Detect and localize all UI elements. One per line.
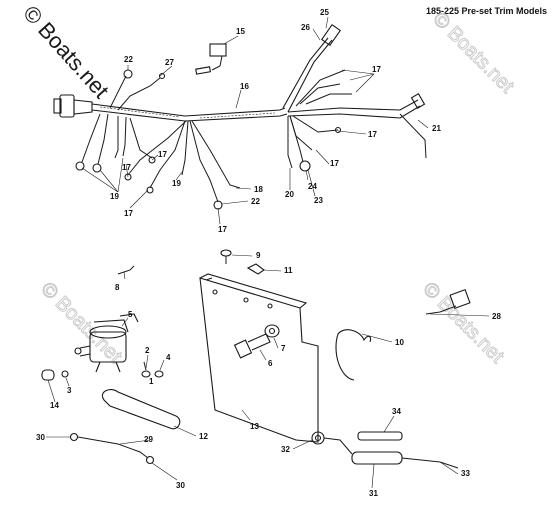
nut-part-7 bbox=[264, 324, 280, 338]
callout-30-right: 30 bbox=[176, 481, 185, 490]
callout-33: 33 bbox=[461, 469, 470, 478]
callout-29: 29 bbox=[144, 435, 153, 444]
callout-7: 7 bbox=[281, 344, 286, 353]
nut-part-4 bbox=[154, 370, 164, 378]
callout-17-top-right: 17 bbox=[372, 65, 381, 74]
callout-2: 2 bbox=[145, 346, 150, 355]
watermark-faint: © Boats.net bbox=[36, 278, 126, 368]
callout-32: 32 bbox=[281, 445, 290, 454]
wire-part-8 bbox=[117, 265, 135, 275]
wire-harness bbox=[53, 23, 427, 210]
callout-23: 23 bbox=[314, 196, 323, 205]
callout-13: 13 bbox=[250, 422, 259, 431]
boot-part-14 bbox=[41, 369, 55, 381]
bolt-part-6 bbox=[233, 333, 271, 359]
link-part-12 bbox=[101, 389, 181, 430]
leader-lines bbox=[46, 16, 490, 489]
callout-19-mid: 19 bbox=[172, 179, 181, 188]
callout-25: 25 bbox=[320, 8, 329, 17]
watermark-faint: © Boats.net bbox=[428, 8, 518, 98]
callout-21: 21 bbox=[432, 124, 441, 133]
callout-15: 15 bbox=[236, 27, 245, 36]
nut-part-1 bbox=[141, 370, 151, 378]
callout-22-top: 22 bbox=[124, 55, 133, 64]
callout-24: 24 bbox=[308, 182, 317, 191]
sender-assembly-part-31 bbox=[311, 431, 459, 469]
callout-8: 8 bbox=[115, 283, 120, 292]
clip-part-10 bbox=[335, 329, 372, 381]
callout-17-right: 17 bbox=[368, 130, 377, 139]
callout-30-left: 30 bbox=[36, 433, 45, 442]
callout-17-lower-left: 17 bbox=[124, 209, 133, 218]
callout-17-left-2: 17 bbox=[158, 150, 167, 159]
wire-part-29 bbox=[69, 432, 155, 465]
callout-9: 9 bbox=[256, 251, 261, 260]
callout-4: 4 bbox=[166, 353, 171, 362]
callout-19-left: 19 bbox=[110, 192, 119, 201]
callout-31: 31 bbox=[369, 489, 378, 498]
callout-12: 12 bbox=[199, 432, 208, 441]
callout-16: 16 bbox=[240, 82, 249, 91]
callout-1: 1 bbox=[149, 377, 154, 386]
solenoid-part-5 bbox=[74, 313, 139, 373]
callout-17-lower-mid: 17 bbox=[218, 225, 227, 234]
callout-11: 11 bbox=[284, 266, 293, 275]
callout-27: 27 bbox=[165, 58, 174, 67]
clip-part-11 bbox=[246, 263, 265, 275]
bracket-part-15 bbox=[195, 43, 227, 75]
washer-part-3 bbox=[61, 370, 69, 378]
callout-6: 6 bbox=[268, 359, 273, 368]
callout-14: 14 bbox=[50, 401, 59, 410]
callout-17-mid-right: 17 bbox=[330, 159, 339, 168]
callout-labels: 25 26 15 27 22 16 17 21 17 17 24 20 23 1… bbox=[36, 8, 501, 498]
callout-17-left: 17 bbox=[122, 163, 131, 172]
callout-10: 10 bbox=[395, 338, 404, 347]
callout-22-lower: 22 bbox=[251, 197, 260, 206]
callout-34: 34 bbox=[392, 407, 401, 416]
callout-28: 28 bbox=[492, 312, 501, 321]
watermark-main: © Boats.net bbox=[18, 1, 114, 103]
connector-part-28 bbox=[425, 288, 471, 315]
stud-part-2 bbox=[143, 361, 147, 371]
callout-26: 26 bbox=[301, 23, 310, 32]
callout-20: 20 bbox=[285, 190, 294, 199]
watermark-faint: © Boats.net bbox=[418, 278, 508, 368]
callout-18: 18 bbox=[254, 185, 263, 194]
mounting-plate-part-13 bbox=[199, 273, 319, 443]
diagram-title: 185-225 Pre-set Trim Models bbox=[426, 6, 547, 16]
callout-5: 5 bbox=[128, 310, 133, 319]
screw-part-9 bbox=[220, 249, 232, 264]
callout-3: 3 bbox=[67, 386, 72, 395]
